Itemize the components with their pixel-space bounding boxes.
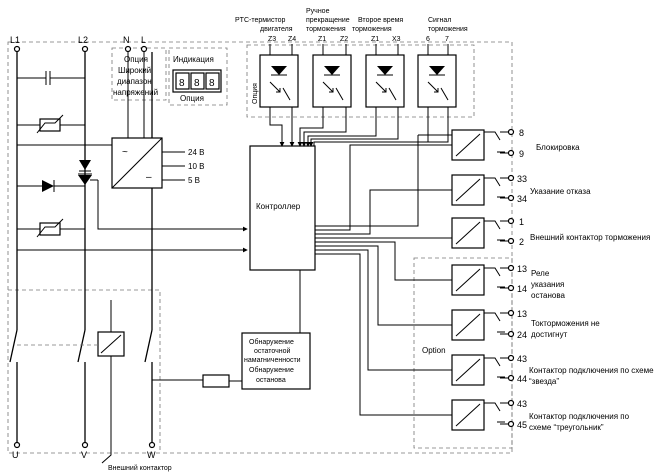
input-optocouplers [259,44,457,147]
out3-t2: 2 [519,237,524,247]
out7-t2: 45 [517,420,527,430]
signal-t1: 6 [426,36,430,43]
signal-line1: Сигнал [428,17,451,24]
voltage-option-frame [111,47,167,101]
power-5v: 5 В [188,176,200,185]
svg-text:~: ~ [122,147,128,158]
terminal-l1: L1 [10,35,20,45]
resistor [202,374,230,388]
out4-t2: 14 [517,284,527,294]
out2-t1: 33 [517,174,527,184]
dashed-enclosures [7,41,513,454]
digit-2: 8 [194,78,200,89]
manual-line3: торможения [306,26,346,33]
ptc-t1: Z3 [268,36,276,43]
detection-line2: остаточной [254,347,291,355]
out2-label: Указание отказа [530,187,591,196]
out4-t1: 13 [517,264,527,274]
terminal-l2: L2 [78,35,88,45]
digit-1: 8 [179,78,185,89]
power-24v: 24 В [188,148,204,157]
out1-label: Блокировка [536,143,580,152]
detection-line5: останова [256,377,286,384]
ptc-line1: PTC-термистор [235,17,285,24]
terminal-dots [13,45,156,449]
switch-2 [77,329,86,363]
out7-t1: 43 [517,399,527,409]
terminal-n: N [123,35,130,45]
voltage-option-line2: диапазон [117,77,152,86]
out2-t2: 34 [517,194,527,204]
controller-label: Контроллер [256,202,301,211]
second-t2: X3 [392,36,401,43]
out5-t1: 13 [517,309,527,319]
switch-1 [9,329,18,363]
out5-label-1: Токторможения не [531,319,600,328]
out1-t1: 8 [519,128,524,138]
switch-3 [144,329,153,363]
indication-title: Индикация [173,55,214,64]
second-t1: Z1 [371,36,379,43]
terminal-l: L [141,35,146,45]
manual-line2: прекращение [306,17,350,24]
detection-line3: намагниченности [244,357,301,364]
contactor-frame [8,289,161,453]
signal-line2: торможения [428,26,468,33]
power-supply: ~ – [111,112,185,189]
second-line1: Второе время [358,17,403,24]
out1-t2: 9 [519,149,524,159]
digit-3: 8 [209,78,215,89]
option-frame [413,257,513,449]
ptc-line2: двигателя [260,26,293,33]
out6-label-2: “звезда” [529,377,559,386]
inputs-side-option: Опция [252,83,259,104]
out5-label-2: достигнут [531,330,568,339]
indication-option: Опция [180,94,204,103]
terminal-u: U [12,450,19,460]
signal-t2: 7 [445,36,449,43]
left-components [17,71,248,253]
detection-line4: Обнаружение [249,366,294,374]
thyristor [79,160,91,170]
out6-t2: 44 [517,374,527,384]
inputs-option-frame [246,44,475,118]
output-relays [315,128,515,431]
out4-label-2: указания [531,280,564,289]
out6-t1: 43 [517,354,527,364]
voltage-option-title: Опция [124,55,148,64]
out3-t1: 1 [519,217,524,227]
option-label: Option [422,346,446,355]
voltage-option-line3: напряжений [113,88,158,97]
out4-label-1: Реле [531,269,550,278]
external-contactor-label: Внешний контактор [108,464,172,472]
svg-text:–: – [146,172,152,183]
out7-label-1: Контактор подключения по [529,412,630,421]
detection-block [17,270,311,464]
out5-t2: 24 [517,330,527,340]
device-enclosure [7,41,513,454]
manual-line1: Ручное [306,8,330,15]
voltage-option-line1: Широкий [118,66,151,75]
ptc-t2: Z4 [288,36,296,43]
diode [42,180,54,192]
terminal-w: W [147,450,156,460]
out3-label: Внешний контактор торможения [530,233,650,242]
power-lines [9,52,153,443]
out7-label-2: схеме “треугольник” [529,423,604,432]
controller-box [249,145,316,271]
manual-t1: Z1 [318,36,326,43]
manual-t2: Z2 [340,36,348,43]
out4-label-3: останова [531,291,566,300]
detection-line1: Обнаружение [249,338,294,346]
second-line2: торможения [352,26,392,33]
out6-label-1: Контактор подключения по схеме [529,366,654,375]
terminal-v: V [81,450,87,460]
indication-frame [168,47,228,106]
indication-display [172,69,222,93]
power-10v: 10 В [188,162,204,171]
